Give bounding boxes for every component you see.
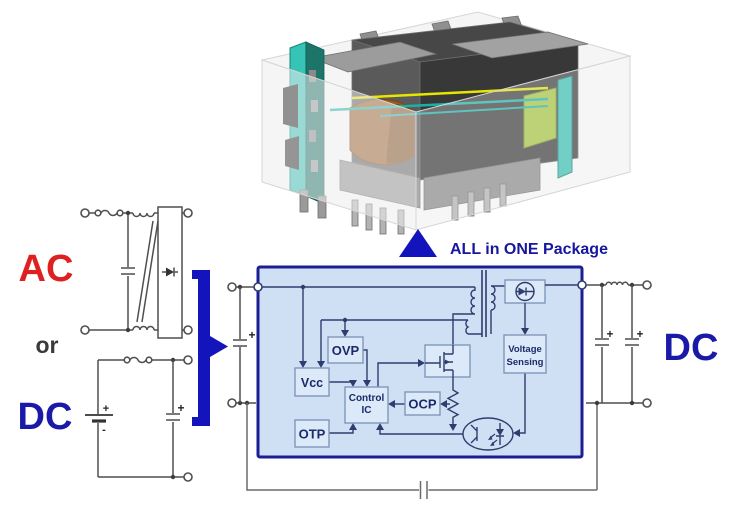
terminal — [642, 398, 652, 408]
package-caption: ALL in ONE Package — [450, 241, 608, 258]
or-label: or — [36, 332, 59, 358]
terminal — [183, 325, 193, 335]
common-mode-choke-symbol — [132, 212, 159, 331]
terminal — [227, 282, 237, 292]
cap-plus-sign: + — [248, 328, 255, 342]
y-capacitor-link — [246, 403, 598, 499]
up-triangle-icon — [399, 229, 437, 257]
cap-plus-sign: + — [607, 329, 614, 341]
module-input-terminal — [253, 282, 263, 292]
yellow-wire — [351, 86, 549, 100]
control-ic-label-1: Control — [349, 393, 385, 404]
terminal — [183, 355, 193, 365]
diode-symbol — [162, 267, 178, 277]
ovp-block: OVP — [327, 336, 364, 364]
voltage-sensing-block: Voltage Sensing — [503, 334, 547, 374]
cap-plus-sign: + — [637, 329, 644, 341]
output-inductor-symbol — [605, 281, 629, 286]
otp-block: OTP — [294, 419, 330, 448]
terminal — [80, 208, 90, 218]
dc-input-label: DC — [18, 396, 73, 438]
mosfet-symbol — [425, 345, 454, 377]
voltage-sensing-label-2: Sensing — [507, 357, 544, 368]
dc-output-label: DC — [664, 327, 719, 369]
cap-plus-sign: + — [177, 401, 184, 415]
right-arrowhead-icon — [210, 336, 228, 357]
output-capacitor-1: + — [595, 285, 614, 403]
terminal — [227, 398, 237, 408]
package-case-side — [415, 55, 631, 231]
package-3d-render — [260, 11, 632, 235]
module-output-terminal — [577, 280, 587, 290]
optocoupler-symbol — [462, 417, 514, 451]
otp-label: OTP — [299, 427, 326, 442]
x-capacitor-symbol — [121, 215, 135, 328]
input-filter-capacitor: + — [227, 282, 256, 408]
voltage-sensing-label-1: Voltage — [508, 344, 542, 355]
mosfet-block — [424, 344, 471, 378]
input-select-bracket-arrow — [192, 270, 228, 426]
green-component — [523, 87, 557, 149]
ocp-label: OCP — [408, 397, 437, 412]
psu-block-diagram: Vcc OVP OTP Control IC OCP Voltage Sensi… — [253, 265, 587, 459]
terminal — [183, 472, 193, 482]
ocp-block: OCP — [404, 391, 441, 416]
pcb-component — [309, 70, 316, 82]
terminal — [80, 325, 90, 335]
transformer-core-lines — [481, 270, 487, 337]
light-arrows-icon — [488, 433, 498, 446]
ac-input-circuit — [80, 206, 193, 339]
clamp-plate-left — [310, 41, 438, 73]
control-ic-label-2: IC — [362, 405, 372, 416]
fuse-symbol — [123, 356, 153, 364]
electrolytic-capacitor-symbol: + — [166, 360, 185, 477]
phototransistor-symbol — [470, 424, 478, 444]
fuse-symbol — [94, 209, 124, 217]
battery-plus-sign: + — [103, 403, 109, 415]
output-diode-block — [504, 279, 546, 304]
output-capacitor-2: + — [625, 285, 644, 403]
aux-winding — [465, 319, 482, 335]
output-filter-circuit: + + — [586, 280, 652, 408]
vcc-label: Vcc — [301, 376, 323, 390]
output-diode-symbol — [515, 281, 535, 302]
terminal — [642, 280, 652, 290]
battery-minus-sign: - — [102, 424, 106, 436]
clamp-plate-right — [451, 31, 589, 59]
ac-input-label: AC — [19, 248, 74, 290]
pcb-right-edge — [557, 75, 573, 179]
control-ic-block: Control IC — [344, 386, 389, 424]
y-capacitor-symbol — [419, 481, 428, 499]
all-in-one-callout: ALL in ONE Package — [399, 229, 608, 258]
battery-symbol: + - — [85, 403, 113, 436]
terminal — [183, 208, 193, 218]
led-symbol — [496, 423, 504, 445]
bridge-rectifier-box — [157, 206, 183, 339]
transformer-symbol — [452, 270, 505, 345]
dc-input-circuit: + - + — [85, 355, 193, 482]
vcc-block: Vcc — [294, 367, 330, 397]
ovp-label: OVP — [332, 343, 360, 358]
current-sense-resistor — [446, 377, 460, 431]
